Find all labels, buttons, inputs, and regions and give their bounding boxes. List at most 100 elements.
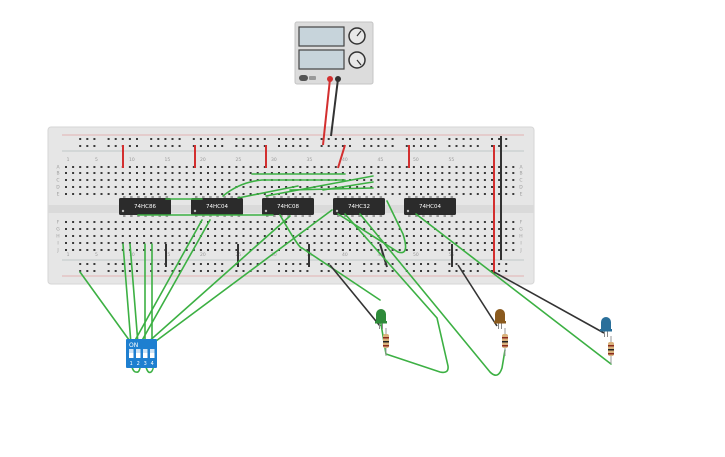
chip-pin <box>158 215 161 217</box>
power-supply[interactable] <box>294 21 374 85</box>
chip-pin <box>137 215 140 217</box>
chip-pin <box>287 196 290 198</box>
chip-4[interactable]: 74HC32 <box>333 196 385 217</box>
supply-leads <box>322 78 339 146</box>
wire-led1-ground[interactable] <box>329 264 381 327</box>
positive-lead[interactable] <box>322 78 331 146</box>
led-green[interactable] <box>375 309 387 329</box>
wire-led3-ground[interactable] <box>493 271 605 334</box>
resistors <box>383 328 614 364</box>
chip-pin <box>372 196 375 198</box>
chip-pin <box>202 196 205 198</box>
dip-toggle-1[interactable] <box>129 349 134 358</box>
wire-input-a-1[interactable] <box>122 243 132 345</box>
chip-label: 74HC04 <box>419 204 441 210</box>
chip-3[interactable]: 74HC08 <box>262 196 314 217</box>
wire-chip3-chip4-a[interactable] <box>265 175 374 197</box>
row-label: B <box>519 171 522 177</box>
ground-wires <box>329 264 605 334</box>
wire-input-b-2[interactable] <box>139 219 211 345</box>
column-label: 15 <box>165 157 171 163</box>
dip-toggle-2[interactable] <box>136 349 141 358</box>
chip-pin <box>415 215 418 217</box>
pin1-marker <box>193 209 197 213</box>
wire-chip4-led2[interactable] <box>359 213 506 376</box>
power-switch[interactable] <box>299 75 308 81</box>
wire-led2-ground[interactable] <box>457 264 498 327</box>
chip-1[interactable]: 74HC86 <box>119 196 171 217</box>
row-label: F <box>57 220 60 226</box>
chip-label: 74HC08 <box>277 204 299 210</box>
negative-lead[interactable] <box>330 78 339 137</box>
resistor-3[interactable] <box>608 336 614 364</box>
chip-pin <box>344 196 347 198</box>
pin1-marker <box>121 209 125 213</box>
wire-chip5-led3[interactable] <box>415 213 612 365</box>
row-label: H <box>56 234 59 240</box>
leds <box>375 309 612 337</box>
row-label: B <box>56 171 59 177</box>
resistor-2[interactable] <box>502 328 508 356</box>
chip-pin <box>365 196 368 198</box>
led-rim <box>494 321 506 324</box>
gnd-jumper-4[interactable] <box>379 243 388 268</box>
chip-pin <box>301 215 304 217</box>
column-label: 25 <box>236 157 242 163</box>
chip-pin <box>165 196 169 198</box>
led-orange[interactable] <box>494 309 506 329</box>
wire-chip2-chip3[interactable] <box>237 185 299 199</box>
dip-position-label: 2 <box>137 361 140 367</box>
column-label: 15 <box>165 252 171 258</box>
chip-pin <box>195 215 198 217</box>
chip-pin <box>237 196 241 198</box>
led-dome <box>495 309 505 323</box>
wire-switch-common[interactable] <box>79 271 133 345</box>
column-label: 50 <box>413 157 419 163</box>
column-label: 20 <box>200 252 206 258</box>
chip-pin <box>144 215 147 217</box>
wire-input-a-2[interactable] <box>132 219 203 345</box>
column-label: 30 <box>271 157 277 163</box>
chip-pin <box>379 196 383 198</box>
chip-pin <box>151 215 154 217</box>
chip-pin <box>358 196 361 198</box>
wire-input-b-1[interactable] <box>129 243 139 345</box>
chip-pin <box>223 215 226 217</box>
chip-2[interactable]: 74HC04 <box>191 196 243 217</box>
chip-pin <box>301 196 304 198</box>
wire-chip4-led1[interactable] <box>344 213 449 374</box>
wire-chip4-feedback[interactable] <box>337 200 407 254</box>
chip-pin <box>158 196 161 198</box>
vcc-jumper-4[interactable] <box>337 144 346 169</box>
chip-pin <box>209 215 212 217</box>
dip-switch-on-label: ON <box>129 342 138 349</box>
row-label: H <box>519 234 522 240</box>
chip-pin <box>436 196 439 198</box>
chip-pin <box>216 196 219 198</box>
pin1-marker <box>335 209 339 213</box>
dip-toggle-3[interactable] <box>143 349 148 358</box>
column-label: 5 <box>95 252 98 258</box>
wire-chip3-out[interactable] <box>279 214 381 301</box>
chip-pin <box>130 215 133 217</box>
column-label: 45 <box>378 157 384 163</box>
chip-pin <box>237 215 241 217</box>
chip-pin <box>266 215 269 217</box>
chip-pin <box>436 215 439 217</box>
chip-pin <box>266 196 269 198</box>
resistor-1[interactable] <box>383 328 389 356</box>
wire-input-c-2[interactable] <box>145 215 291 345</box>
rail-jumpers <box>122 136 502 274</box>
chip-pin <box>195 196 198 198</box>
dip-toggle-4[interactable] <box>150 349 155 358</box>
wire-chip2-chip4-a[interactable] <box>222 179 346 197</box>
wire-chip3-chip4-c[interactable] <box>322 181 374 191</box>
chip-5[interactable]: 74HC04 <box>404 196 456 217</box>
led-blue[interactable] <box>600 317 612 337</box>
chip-pin <box>294 215 297 217</box>
output-indicator <box>309 76 316 80</box>
row-label: D <box>56 185 60 191</box>
wire-input-d-2[interactable] <box>151 209 333 345</box>
